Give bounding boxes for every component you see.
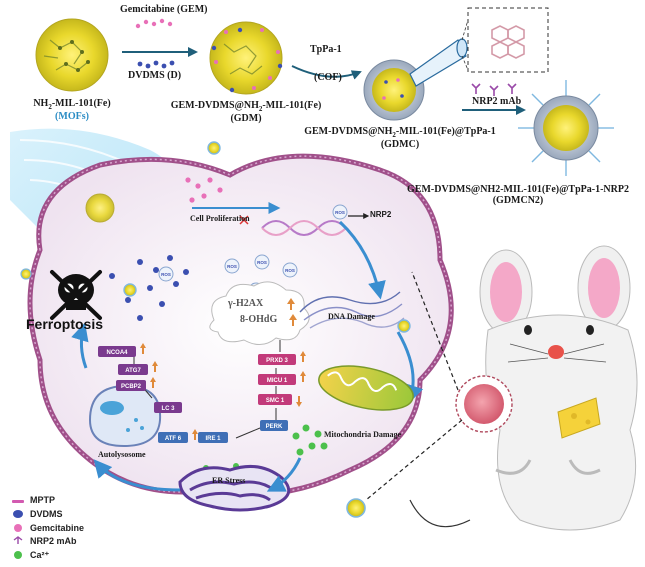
tppa-label: TpPa-1 — [310, 44, 342, 55]
mof-particle — [35, 18, 109, 92]
arrow-er-to-autolysosome — [93, 459, 181, 492]
gdmcn2-particle — [518, 80, 614, 176]
er-structure — [178, 464, 291, 512]
legend-item-nrp2-mab: NRP2 mAb — [30, 536, 77, 546]
ros-label: ROS — [335, 210, 345, 215]
skull-icon — [50, 270, 102, 320]
ros-label: ROS — [227, 264, 237, 269]
gdmc-particle — [363, 59, 425, 121]
er-stress-label: ER Stress — [212, 476, 246, 485]
mitochondria-icon — [318, 365, 414, 411]
gdmc-label: GEM-DVDMS@NH2-MIL-101(Fe)@TpPa-1 (GDMC) — [304, 126, 496, 150]
gem-dots — [135, 18, 173, 29]
legend-item-dvdms: DVDMS — [30, 509, 63, 519]
nrp2-mab-label: NRP2 mAb — [472, 96, 522, 107]
mof-label: NH2-MIL-101(Fe) (MOFs) — [33, 98, 111, 122]
dvdms-dots-cell — [109, 255, 189, 321]
gem-label: Gemcitabine (GEM) — [120, 4, 208, 15]
dna-damage-strand — [299, 291, 405, 329]
tag-atf6: ATF 6 — [165, 436, 182, 442]
gdm-particle — [209, 21, 283, 95]
mouse-illustration — [409, 245, 638, 531]
dvdms-label: DVDMS (D) — [128, 70, 182, 81]
arrow-autolysosome-to-ferroptosis — [71, 322, 89, 369]
ohdg-label: 8-OHdG — [240, 314, 278, 325]
gem-dots-cell — [185, 177, 223, 203]
legend-item-gemcitabine: Gemcitabine — [30, 523, 85, 533]
arrow-to-gdmc — [291, 65, 362, 80]
legend-item-calcium: Ca²⁺ — [30, 550, 50, 560]
nrp2-mab-icons — [471, 83, 517, 96]
tag-smc1: SMC 1 — [266, 398, 285, 404]
dvdms-dots — [137, 60, 175, 69]
mito-damage-label: Mitochondria Damage — [324, 430, 402, 439]
regulation-arrows — [140, 343, 306, 440]
ros-label: ROS — [285, 268, 295, 273]
magnifier-icon — [409, 38, 468, 87]
arrow-ros-to-dna — [338, 220, 386, 300]
damage-cloud — [209, 281, 310, 345]
inhibit-mark — [239, 215, 249, 225]
ros-label: ROS — [161, 272, 171, 277]
tag-perk: PERK — [266, 424, 283, 430]
legend-item-mptp: MPTP — [30, 495, 56, 505]
dna-damage-label: DNA Damage — [328, 312, 375, 321]
h2ax-label: γ-H2AX — [228, 298, 264, 309]
membrane-nanoparticles — [20, 141, 411, 518]
ferroptosis-label: Ferroptosis — [26, 316, 104, 332]
arrow-ca-to-er — [266, 457, 302, 492]
gdm-label: GEM-DVDMS@NH2-MIL-101(Fe) (GDM) — [170, 100, 322, 124]
autolysosome-icon — [88, 384, 162, 448]
tag-ncoa4: NCOA4 — [106, 350, 128, 356]
nrp2-label: NRP2 — [370, 210, 392, 219]
pathway-tags — [98, 346, 296, 443]
tag-ire1: IRE 1 — [205, 436, 221, 442]
tag-lc3: LC 3 — [161, 406, 175, 412]
cell-proliferation-label: Cell Proliferation — [190, 214, 250, 223]
nanoparticle-in-beam — [85, 193, 115, 223]
legend-icons — [12, 500, 24, 559]
gdmcn2-label: GEM-DVDMS@NH2-MIL-101(Fe)@TpPa-1-NRP2 (G… — [407, 184, 629, 206]
autolysosome-label: Autolysosome — [98, 450, 146, 459]
cloud-up-arrows — [287, 298, 297, 326]
tag-pcbp2: PCBP2 — [121, 384, 142, 390]
dna-helix — [261, 220, 347, 236]
ros-label: ROS — [257, 260, 267, 265]
tag-atg7: ATG7 — [125, 368, 141, 374]
tag-prxd3: PRXD 3 — [266, 358, 288, 364]
cof-structure-inset — [461, 7, 549, 73]
tumor-zoom — [365, 271, 513, 501]
tag-micu1: MICU 1 — [267, 378, 288, 384]
cof-label: (COF) — [314, 72, 342, 83]
